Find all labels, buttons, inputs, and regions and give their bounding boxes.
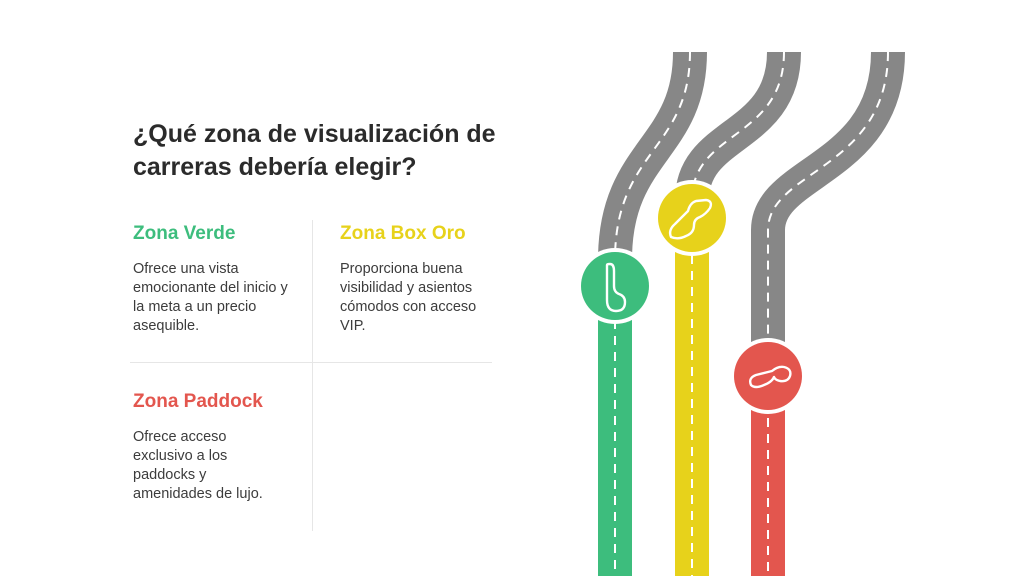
column-divider-bottom — [312, 363, 313, 531]
road-verde — [598, 51, 707, 576]
row-divider — [130, 362, 492, 363]
column-divider-top — [312, 220, 313, 362]
road-box-oro — [675, 51, 801, 576]
zone-box-oro-badge — [654, 180, 730, 256]
zone-box-oro-heading: Zona Box Oro — [340, 223, 466, 244]
zone-verde-badge — [577, 248, 653, 324]
circuit-loop-icon — [748, 365, 792, 389]
zone-paddock-description: Ofrece acceso exclusivo a los paddocks y… — [133, 429, 263, 502]
zone-verde-heading: Zona Verde — [133, 223, 236, 244]
zone-paddock-badge — [730, 338, 806, 414]
road-paddock-gray-dashes — [767, 51, 889, 350]
zone-box-oro-description: Proporciona buena visibilidad y asientos… — [340, 261, 477, 334]
page-title: ¿Qué zona de visualización de carreras d… — [133, 120, 496, 181]
zone-paddock-heading: Zona Paddock — [133, 391, 263, 412]
race-track-icon — [605, 262, 627, 313]
zone-verde-description: Ofrece una vista emocionante del inicio … — [133, 261, 288, 334]
road-verde-gray-dashes — [614, 51, 691, 261]
road-box-oro-gray-dashes — [691, 51, 785, 201]
road-paddock — [751, 51, 905, 576]
road-box-oro-gray-track — [675, 51, 801, 202]
race-circuit-icon — [668, 198, 713, 240]
